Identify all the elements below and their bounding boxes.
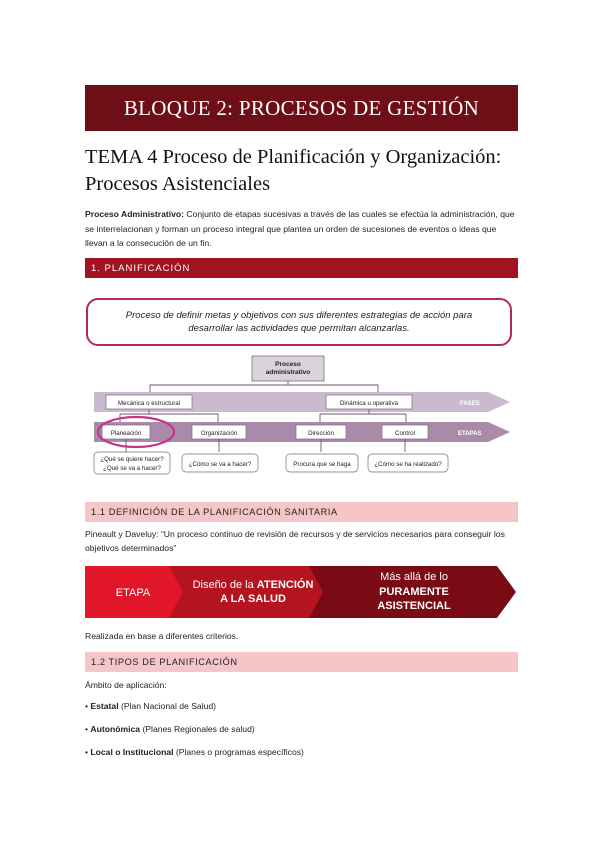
callout-text: Proceso de definir metas y objetivos con… (125, 310, 473, 334)
list-item-rest: (Plan Nacional de Salud) (118, 701, 217, 711)
list-item-autonomica: • Autonómica (Planes Regionales de salud… (85, 722, 518, 736)
tema-title: TEMA 4 Proceso de Planificación y Organi… (85, 144, 525, 198)
fase-label-mecanica: Mecánica o estructural (118, 400, 180, 407)
criterios-text: Realizada en base a diferentes criterios… (85, 631, 239, 641)
question-box-organizacion (181, 453, 259, 473)
connector-line (149, 381, 289, 393)
fases-label: FASES (460, 401, 480, 407)
question-box-direccion (285, 453, 359, 473)
tema-title-line2: Procesos Asistenciales (85, 173, 271, 195)
question-organizacion: ¿Cómo se va a hacer? (189, 461, 252, 468)
question-planeacion-line2: ¿Qué se va a hacer? (103, 465, 161, 472)
connector-line (319, 409, 370, 424)
bullet-marker: • (85, 724, 91, 734)
administrative-process-diagram: Proceso administrativo FASES Mecánica o … (93, 355, 510, 475)
etapas-label: ETAPAS (458, 431, 481, 437)
arrow-atencion-normal: Diseño de la (193, 579, 257, 591)
intro-paragraph: Proceso Administrativo: Conjunto de etap… (85, 207, 518, 251)
ambito-text: Ámbito de aplicación: (85, 680, 167, 690)
arrow-etapa-label: ETAPA (116, 587, 151, 599)
intro-term: Proceso Administrativo: (85, 209, 185, 219)
connector-line (288, 384, 379, 393)
question-control: ¿Cómo se ha realizado? (374, 461, 442, 468)
question-planeacion-line1: ¿Qué se quiere hacer? (100, 456, 164, 463)
block-title: BLOQUE 2: PROCESOS DE GESTIÓN (123, 95, 480, 120)
bullet-marker: • (85, 747, 91, 757)
list-item-rest: (Planes Regionales de salud) (140, 724, 255, 734)
intro-definition: Conjunto de etapas sucesivas a través de… (85, 209, 515, 248)
etapa-label-planeacion: Planeación (111, 430, 142, 437)
arrow-asistencial-line3: ASISTENCIAL (377, 600, 451, 612)
arrow-asistencial (309, 566, 516, 618)
arrow-atencion-line1: Diseño de la ATENCIÓN (193, 578, 314, 591)
highlight-circle (96, 415, 176, 449)
tema-title-line1: TEMA 4 Proceso de Planificación y Organi… (85, 146, 502, 168)
arrow-atencion-bold1: ATENCIÓN (257, 578, 314, 591)
connector-line (149, 413, 219, 424)
definicion-paragraph: Pineault y Daveluy: “Un proceso continuo… (85, 529, 505, 553)
connector-line (369, 413, 407, 424)
subsection-title: 1.2 TIPOS DE PLANIFICACIÓN (91, 657, 238, 667)
definition-callout: Proceso de definir metas y objetivos con… (86, 298, 512, 346)
list-item-estatal: • Estatal (Plan Nacional de Salud) (85, 699, 518, 713)
etapa-label-organizacion: Organización (201, 430, 238, 437)
list-item-bold: Local o Institucional (90, 747, 174, 757)
section-title: 1. PLANIFICACIÓN (91, 262, 191, 274)
list-item-local: • Local o Institucional (Planes o progra… (85, 745, 518, 759)
section-heading-planificacion: 1. PLANIFICACIÓN (85, 258, 518, 278)
question-box-planeacion (93, 451, 171, 475)
fase-label-dinamica: Dinámica u operativa (340, 400, 399, 407)
arrow-asistencial-line2: PURAMENTE (379, 586, 449, 598)
diagram-root-line2: administrativo (266, 369, 310, 376)
question-direccion: Procura que se haga (293, 461, 351, 468)
block-title-bar: BLOQUE 2: PROCESOS DE GESTIÓN (85, 85, 518, 131)
etapa-label-direccion: Dirección (308, 430, 334, 437)
arrow-atencion-line2: A LA SALUD (220, 593, 286, 605)
arrow-asistencial-line1: Más allá de lo (380, 571, 448, 583)
stage-arrows: ETAPA Diseño de la ATENCIÓN A LA SALUD M… (85, 566, 516, 618)
subsection-title: 1.1 DEFINICIÓN DE LA PLANIFICACIÓN SANIT… (91, 507, 338, 517)
list-item-rest: (Planes o programas específicos) (173, 747, 304, 757)
bullet-marker: • (85, 701, 91, 711)
question-box-control (367, 453, 449, 473)
list-item-bold: Autonómica (90, 724, 141, 734)
arrow-etapa (85, 566, 187, 618)
list-item-bold: Estatal (90, 701, 119, 711)
arrow-atencion (169, 566, 327, 618)
etapa-label-control: Control (395, 430, 415, 437)
diagram-root-line1: Proceso (275, 361, 301, 368)
subsection-heading-definicion: 1.1 DEFINICIÓN DE LA PLANIFICACIÓN SANIT… (85, 502, 518, 522)
subsection-heading-tipos: 1.2 TIPOS DE PLANIFICACIÓN (85, 652, 518, 672)
